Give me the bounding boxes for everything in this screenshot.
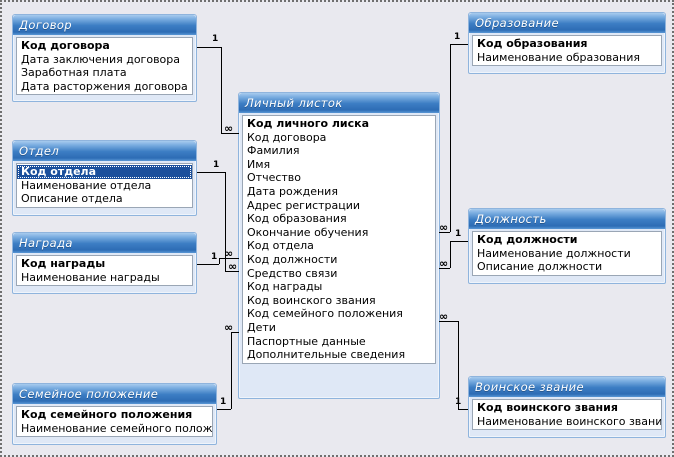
connector-segment: [221, 47, 222, 133]
field-row-selected[interactable]: Код отдела: [17, 165, 192, 179]
connector-segment: [217, 409, 231, 410]
connector-segment: [219, 258, 239, 259]
cardinality-many: ∞: [439, 221, 448, 234]
table-box-dogovor[interactable]: Договор Код договора Дата заключения дог…: [12, 14, 197, 102]
field-row[interactable]: Код договора: [247, 130, 327, 144]
field-list-nagrada: Код награды Наименование награды: [16, 255, 193, 287]
connector-segment: [197, 47, 221, 48]
field-list-lichnyy-listok: Код личного лиска Код договора Фамилия И…: [242, 115, 436, 364]
field-row[interactable]: Описание отдела: [21, 192, 123, 206]
field-list-dolzhnost: Код должности Наименование должности Опи…: [472, 231, 662, 276]
connector-segment: [458, 409, 468, 410]
field-row[interactable]: Дата расторжения договора: [21, 79, 188, 93]
table-box-voinskoe-zvanie[interactable]: Воинское звание Код воинского звания Наи…: [468, 376, 666, 438]
cardinality-many: ∞: [439, 310, 448, 323]
cardinality-many: ∞: [224, 122, 233, 135]
field-row[interactable]: Дата заключения договора: [21, 52, 181, 66]
field-row[interactable]: Отчество: [247, 171, 302, 185]
connector-segment: [225, 271, 239, 272]
cardinality-one: 1: [212, 34, 219, 44]
field-row[interactable]: Наименование награды: [21, 270, 160, 284]
field-row[interactable]: Заработная плата: [21, 66, 127, 80]
connector-segment: [219, 258, 220, 264]
field-row[interactable]: Код отдела: [247, 239, 314, 253]
field-row[interactable]: Наименование воинского звания: [477, 414, 661, 428]
connector-segment: [439, 268, 450, 269]
table-title-obrazovanie[interactable]: Образование: [469, 13, 665, 33]
connector-segment: [197, 264, 219, 265]
connector-segment: [450, 241, 468, 242]
field-row[interactable]: Адрес регистрации: [247, 198, 361, 212]
field-list-otdel: Код отдела Наименование отдела Описание …: [16, 163, 193, 208]
field-list-semeynoe: Код семейного положения Наименование сем…: [16, 406, 213, 438]
field-row[interactable]: Описание должности: [477, 260, 603, 274]
field-row[interactable]: Код награды: [21, 257, 106, 270]
cardinality-many: ∞: [224, 247, 233, 260]
connector-segment: [439, 321, 458, 322]
connector-segment: [231, 332, 239, 333]
field-list-obrazovanie: Код образования Наименование образования: [472, 35, 662, 67]
field-row[interactable]: Код должности: [477, 233, 578, 246]
field-row[interactable]: Код воинского звания: [477, 401, 618, 414]
cardinality-one: 1: [211, 252, 218, 262]
cardinality-one: 1: [455, 397, 462, 407]
field-row[interactable]: Код личного лиска: [247, 117, 370, 130]
connector-segment: [450, 44, 468, 45]
connector-segment: [450, 241, 451, 268]
table-box-nagrada[interactable]: Награда Код награды Наименование награды: [12, 232, 197, 294]
table-box-obrazovanie[interactable]: Образование Код образования Наименование…: [468, 12, 666, 74]
connector-segment: [458, 321, 459, 409]
field-row[interactable]: Наименование должности: [477, 246, 631, 260]
connector-segment: [439, 232, 450, 233]
table-box-otdel[interactable]: Отдел Код отдела Наименование отдела Опи…: [12, 140, 197, 216]
cardinality-one: 1: [220, 397, 227, 407]
field-row[interactable]: Наименование отдела: [21, 178, 152, 192]
table-title-lichnyy-listok[interactable]: Личный листок: [239, 93, 439, 113]
table-box-semeynoe[interactable]: Семейное положение Код семейного положен…: [12, 383, 217, 445]
table-title-otdel[interactable]: Отдел: [13, 141, 196, 161]
field-list-dogovor: Код договора Дата заключения договора За…: [16, 37, 193, 96]
table-box-lichnyy-listok[interactable]: Личный листок Код личного лиска Код дого…: [238, 92, 440, 399]
table-title-dolzhnost[interactable]: Должность: [469, 209, 665, 229]
field-row[interactable]: Код семейного положения: [21, 408, 193, 421]
field-row[interactable]: Паспортные данные: [247, 334, 366, 348]
table-title-voinskoe-zvanie[interactable]: Воинское звание: [469, 377, 665, 397]
connector-segment: [231, 332, 232, 409]
field-row[interactable]: Код семейного положения: [247, 307, 403, 321]
field-row[interactable]: Код образования: [477, 37, 588, 50]
field-list-voinskoe-zvanie: Код воинского звания Наименование воинск…: [472, 399, 662, 431]
cardinality-one: 1: [454, 32, 461, 42]
connector-segment: [450, 44, 451, 232]
cardinality-one: 1: [213, 160, 220, 170]
field-row[interactable]: Дата рождения: [247, 184, 338, 198]
cardinality-one: 1: [455, 229, 462, 239]
field-row[interactable]: Имя: [247, 157, 271, 171]
table-title-semeynoe[interactable]: Семейное положение: [13, 384, 216, 404]
cardinality-many: ∞: [224, 321, 233, 334]
field-row[interactable]: Код награды: [247, 280, 323, 294]
field-row[interactable]: Наименование семейного положения: [21, 421, 212, 435]
connector-segment: [197, 172, 225, 173]
table-title-nagrada[interactable]: Награда: [13, 233, 196, 253]
connector-segment: [225, 172, 226, 271]
field-row[interactable]: Код должности: [247, 252, 338, 266]
field-row[interactable]: Окончание обучения: [247, 225, 369, 239]
table-box-dolzhnost[interactable]: Должность Код должности Наименование дол…: [468, 208, 666, 284]
field-row[interactable]: Код образования: [247, 212, 347, 226]
field-row[interactable]: Код договора: [21, 39, 110, 52]
connector-segment: [221, 133, 239, 134]
cardinality-many: ∞: [439, 257, 448, 270]
table-title-dogovor[interactable]: Договор: [13, 15, 196, 35]
field-row[interactable]: Дети: [247, 320, 276, 334]
field-row[interactable]: Код воинского звания: [247, 293, 376, 307]
field-row[interactable]: Фамилия: [247, 144, 300, 158]
field-row[interactable]: Средство связи: [247, 266, 338, 280]
field-row[interactable]: Наименование образования: [477, 50, 640, 64]
field-row[interactable]: Дополнительные сведения: [247, 348, 406, 362]
cardinality-many: ∞: [228, 260, 237, 273]
